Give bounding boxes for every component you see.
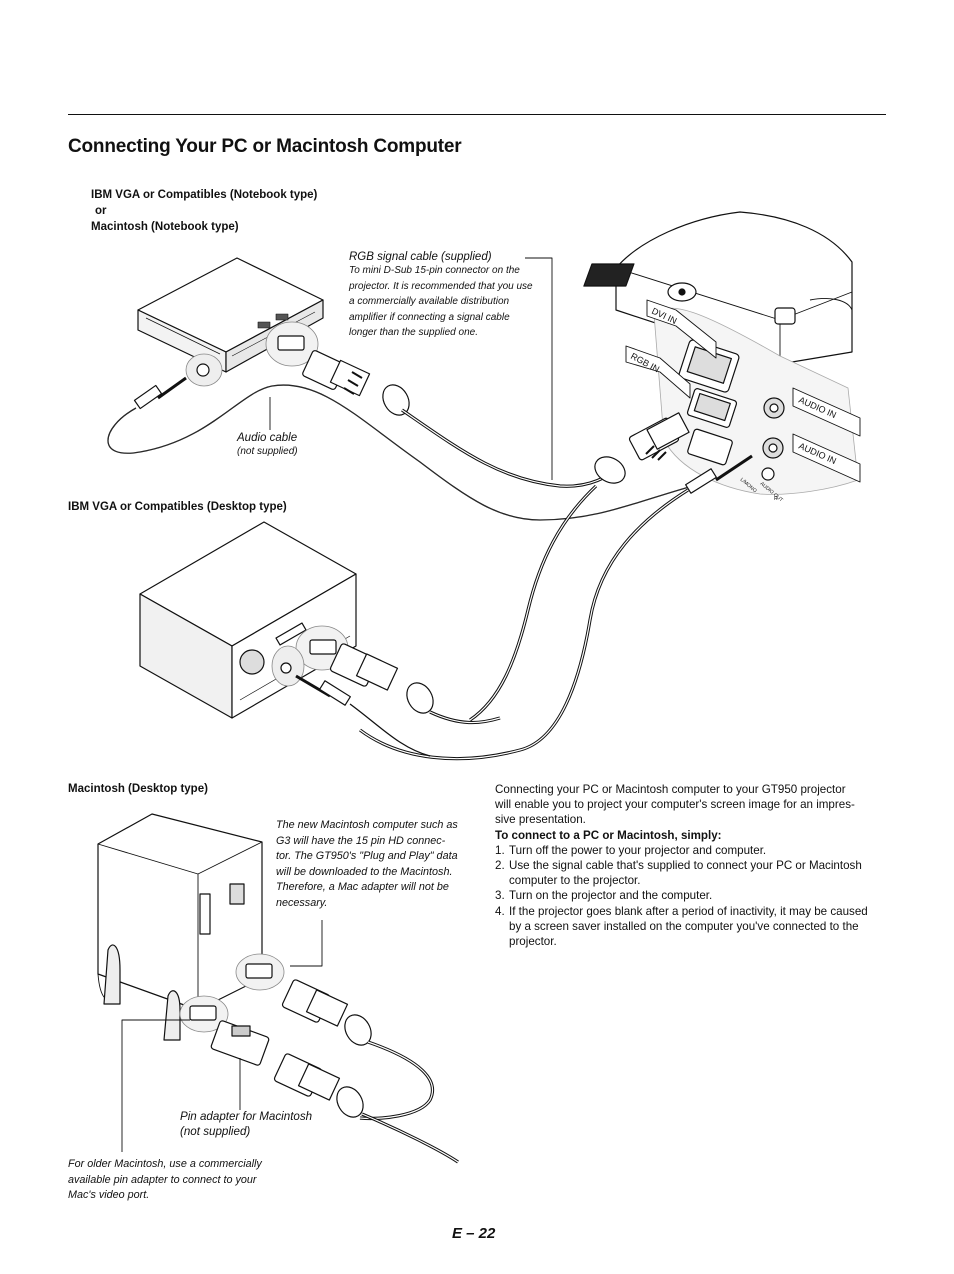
steps-list: 1. Turn off the power to your projector … bbox=[495, 843, 889, 949]
step-item: 2. Use the signal cable that's supplied … bbox=[495, 858, 889, 888]
mac-desktop-heading: Macintosh (Desktop type) bbox=[68, 783, 208, 795]
intro-line: Connecting your PC or Macintosh computer… bbox=[495, 783, 846, 796]
mac-note-line: necessary. bbox=[276, 896, 328, 909]
step-item: 4. If the projector goes blank after a p… bbox=[495, 904, 889, 950]
intro-line: will enable you to project your computer… bbox=[495, 798, 855, 812]
notebook-heading: IBM VGA or Compatibles (Notebook type) o… bbox=[91, 187, 317, 235]
desktop-heading: IBM VGA or Compatibles (Desktop type) bbox=[68, 501, 287, 513]
older-mac-note-line: For older Macintosh, use a commercially bbox=[68, 1158, 262, 1170]
step-line: computer to the projector. bbox=[509, 874, 641, 888]
step-item: 1. Turn off the power to your projector … bbox=[495, 843, 889, 858]
step-line: projector. bbox=[509, 935, 557, 949]
notebook-heading-line2: or bbox=[95, 205, 107, 217]
rgb-cable-line: To mini D-Sub 15-pin connector on the bbox=[349, 265, 520, 276]
rgb-cable-callout: RGB signal cable (supplied) To mini D-Su… bbox=[349, 251, 549, 341]
audio-cable-callout: Audio cable (not supplied) bbox=[237, 432, 298, 460]
projector-audio-plug bbox=[685, 454, 753, 494]
mac-note: The new Macintosh computer such as G3 wi… bbox=[276, 818, 466, 911]
rgb-cable-line: amplifier if connecting a signal cable bbox=[349, 311, 510, 323]
step-number: 1. bbox=[495, 843, 505, 857]
audio-cable-title: Audio cable bbox=[237, 432, 298, 444]
step-number: 4. bbox=[495, 904, 505, 918]
rgb-cable-line: projector. It is recommended that you us… bbox=[349, 280, 533, 292]
step-line: Turn on the projector and the computer. bbox=[509, 889, 713, 903]
steps-heading: To connect to a PC or Macintosh, simply: bbox=[495, 828, 722, 842]
mac-desktop-illustration bbox=[97, 813, 285, 1041]
desktop-vga-connector bbox=[329, 643, 434, 714]
step-line: by a screen saver installed on the compu… bbox=[509, 919, 859, 933]
notebook-heading-line1: IBM VGA or Compatibles (Notebook type) bbox=[91, 189, 318, 201]
rgb-cable-title: RGB signal cable (supplied) bbox=[349, 251, 492, 263]
step-item: 3. Turn on the projector and the compute… bbox=[495, 888, 889, 903]
older-mac-note: For older Macintosh, use a commercially … bbox=[68, 1157, 288, 1204]
pin-adapter-line1: Pin adapter for Macintosh bbox=[180, 1110, 313, 1123]
body-text: Connecting your PC or Macintosh computer… bbox=[495, 782, 889, 949]
notebook-audio-plug bbox=[133, 376, 187, 410]
notebook-vga-connector bbox=[302, 350, 371, 397]
step-line: Turn off the power to your projector and… bbox=[509, 843, 767, 857]
section-title: Connecting Your PC or Macintosh Computer bbox=[68, 136, 462, 157]
step-number: 3. bbox=[495, 889, 505, 903]
mac-note-line: tor. The GT950's "Plug and Play" data bbox=[276, 850, 458, 862]
mac-note-line: Therefore, a Mac adapter will not be bbox=[276, 881, 449, 893]
intro-line: sive presentation. bbox=[495, 813, 586, 827]
mac-note-line: G3 will have the 15 pin HD connec- bbox=[276, 834, 446, 847]
mac-vga-connector bbox=[281, 979, 372, 1046]
r-label: R bbox=[774, 496, 778, 502]
older-mac-note-line: Mac's video port. bbox=[68, 1189, 150, 1201]
top-rule bbox=[68, 114, 886, 115]
mac-note-line: The new Macintosh computer such as bbox=[276, 819, 458, 831]
page-number: E – 22 bbox=[452, 1225, 496, 1242]
pin-adapter-line2: (not supplied) bbox=[180, 1125, 251, 1138]
step-number: 2. bbox=[495, 859, 505, 873]
mac-pin-adapter bbox=[210, 1020, 270, 1066]
step-line: Use the signal cable that's supplied to … bbox=[509, 859, 862, 873]
step-line: If the projector goes blank after a peri… bbox=[509, 904, 868, 918]
audio-cable-note: (not supplied) bbox=[237, 446, 298, 457]
port-label-banners bbox=[625, 299, 861, 483]
desktop-audio-plug bbox=[295, 674, 351, 706]
pin-adapter-callout: Pin adapter for Macintosh (not supplied) bbox=[180, 1109, 312, 1139]
rgb-cable-line: a commercially available distribution bbox=[349, 296, 510, 307]
mac-note-line: will be downloaded to the Macintosh. bbox=[276, 865, 453, 878]
projector-vga-plug bbox=[594, 412, 690, 484]
older-mac-note-line: available pin adapter to connect to your bbox=[68, 1173, 257, 1186]
notebook-heading-line3: Macintosh (Notebook type) bbox=[91, 221, 239, 233]
rgb-cable-line: longer than the supplied one. bbox=[349, 327, 478, 338]
mac-adapter-vga-connector bbox=[273, 1053, 364, 1118]
notebook-computer-illustration bbox=[137, 257, 324, 387]
